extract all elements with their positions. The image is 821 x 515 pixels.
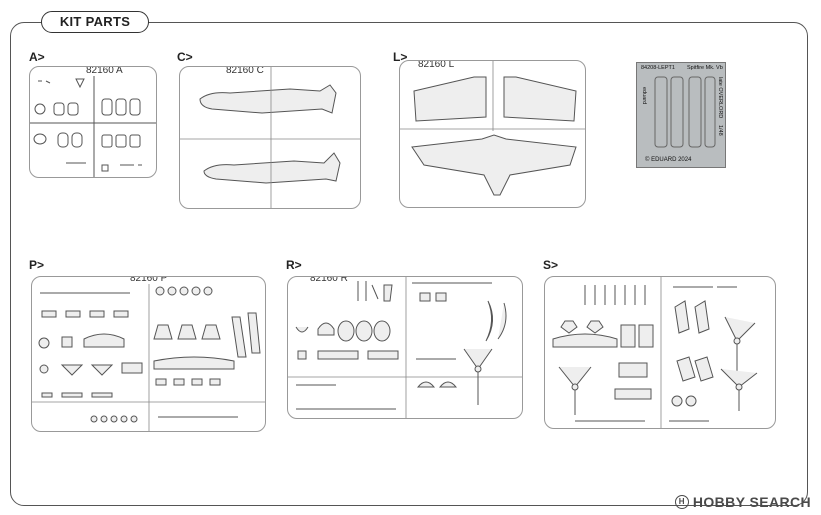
sprue-s-parts [552,277,758,428]
sprue-a-code: 82160 A [84,66,125,76]
sprue-l-parts [400,61,585,196]
section-label-s: S> [543,258,559,272]
pe-name: Spitfire Mk. Vb [687,65,723,71]
sprue-p-code: 82160 P [128,277,170,284]
sprue-c-code: 82160 C [224,66,266,76]
section-label-c: C> [177,50,193,64]
sprue-a-parts [30,67,156,177]
kit-parts-frame [10,22,808,506]
sprue-s [544,276,776,429]
section-label-p: P> [29,258,45,272]
sprue-l-code: 82160 L [416,60,457,70]
kit-parts-title: KIT PARTS [41,11,149,33]
sprue-r-code: 82160 R [308,277,350,284]
photo-etch-fret: 84208-LEPT1 Spitfire Mk. Vb eduard late … [636,62,726,168]
sprue-r-parts [288,277,522,418]
sprue-p: 82160 P [31,276,266,432]
sprue-p-parts [32,277,265,431]
pe-code: 84208-LEPT1 [641,65,675,71]
sprue-c-parts [180,67,360,208]
section-label-r: R> [286,258,302,272]
watermark-text: HOBBY SEARCH [692,494,811,510]
sprue-l: 82160 L [399,60,586,208]
sprue-r: 82160 R [287,276,523,419]
hobby-search-logo-icon: H [674,495,689,509]
sprue-c: 82160 C [179,66,361,209]
section-label-a: A> [29,50,45,64]
pe-parts [654,76,716,148]
pe-copyright: © EDUARD 2024 [645,157,692,163]
watermark: H HOBBY SEARCH [674,494,811,510]
sprue-a: 82160 A [29,66,157,178]
